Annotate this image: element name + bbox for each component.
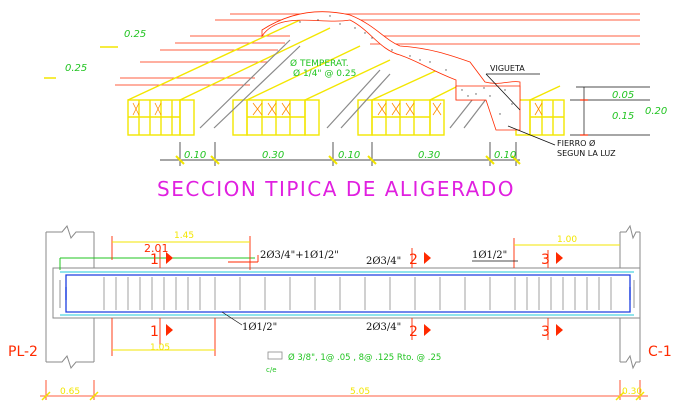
block-hatching [132, 102, 543, 116]
beam-rebar [65, 274, 631, 313]
dim-base-mid: 5.05 [350, 387, 370, 397]
label-right: C-1 [648, 344, 672, 360]
dim-ticks-top [44, 46, 118, 79]
section-title: SECCION TIPICA DE ALIGERADO [157, 177, 515, 201]
base-dim-ticks [41, 391, 645, 401]
bottom-dim-4: 0.10 [494, 150, 516, 161]
section-mark-2-top: 2 [409, 252, 418, 268]
section-arrow-3-bottom [556, 324, 563, 336]
right-dims [570, 86, 650, 136]
top-dim-yellow [112, 241, 620, 351]
stirrup-spec: Ø 3/8", 1@ .05 , 8@ .125 Rto. @ .25 [288, 352, 441, 363]
concrete-breakout [261, 11, 521, 131]
dim-left-2: 0.25 [65, 63, 87, 74]
right-dim-ticks [580, 99, 588, 136]
temperature-label-1: Ø TEMPERAT. [290, 58, 349, 69]
section-mark-2-bottom: 2 [409, 324, 418, 340]
section-arrow-3-top [556, 252, 563, 264]
dim-top-right: 1.00 [557, 235, 577, 245]
vigueta-label: VIGUETA [490, 64, 525, 73]
dim-top-left: 1.45 [174, 231, 194, 241]
top-bar-left: 2Ø3/4"+1Ø1/2" [260, 250, 339, 261]
slab-section: 0.25 0.25 Ø TEMPERAT. Ø 1/4" @ 0.25 VIGU… [44, 11, 667, 201]
dim-base-left: 0.65 [60, 387, 80, 397]
stirrup-symbol [267, 351, 283, 360]
beam-elevation: 1.45 2.01 1.00 1.05 2Ø3/4"+1Ø1/2" 2Ø3/4"… [8, 224, 672, 401]
section-mark-3-top: 3 [541, 252, 550, 268]
bottom-dim-2: 0.10 [338, 150, 360, 161]
dim-bottom-left: 1.05 [150, 343, 170, 353]
temperature-bars [115, 13, 640, 86]
label-left: PL-2 [8, 344, 38, 360]
bottom-bar-left-leader [221, 311, 243, 326]
bottom-bar-mid: 2Ø3/4" [366, 322, 401, 333]
left-column [45, 224, 95, 370]
section-arrow-1-bottom [166, 324, 173, 336]
section-arrow-2-top [424, 252, 431, 264]
section-mark-1-top: 1 [150, 252, 159, 268]
base-dim-line [40, 380, 648, 400]
beam-rebar-inner [60, 271, 634, 316]
dim-right-2: 0.15 [612, 111, 634, 122]
dim-right-1: 0.05 [612, 90, 634, 101]
temperature-label-2: Ø 1/4" @ 0.25 [293, 68, 356, 79]
bottom-dim-line [160, 142, 520, 166]
dim-right-total: 0.20 [645, 106, 667, 117]
dim-top-left-inner: 2.01 [144, 242, 169, 255]
fierro-label-2: SEGUN LA LUZ [557, 149, 616, 158]
anchor-hooks [59, 280, 635, 308]
beam-outline [52, 267, 641, 319]
fierro-leader [507, 125, 556, 146]
vigueta-leader [485, 73, 540, 111]
fierro-label-1: FIERRO Ø [557, 138, 595, 148]
section-arrow-2-bottom [424, 324, 431, 336]
stirrup-sub: c/e [266, 366, 277, 374]
top-bar-right: 1Ø1/2" [472, 250, 507, 261]
dim-left-1: 0.25 [124, 29, 146, 40]
section-marks: 1 1 2 2 3 3 [150, 252, 550, 340]
stirrups [103, 277, 612, 310]
slab-blocks [127, 19, 565, 136]
dim-base-right: 0.30 [622, 387, 642, 397]
bottom-dim-1: 0.30 [262, 150, 284, 161]
bottom-dim-3: 0.30 [418, 150, 440, 161]
section-mark-1-bottom: 1 [150, 324, 159, 340]
section-arrows [166, 252, 563, 336]
top-bar-mid: 2Ø3/4" [366, 256, 401, 267]
bottom-bar-left: 1Ø1/2" [242, 322, 277, 333]
section-arrow-1-top [166, 252, 173, 264]
concrete-dots [299, 15, 513, 115]
extra-bars [59, 257, 255, 270]
section-mark-3-bottom: 3 [541, 324, 550, 340]
bottom-dim-ticks [175, 155, 521, 165]
bottom-dim-0: 0.10 [184, 150, 206, 161]
